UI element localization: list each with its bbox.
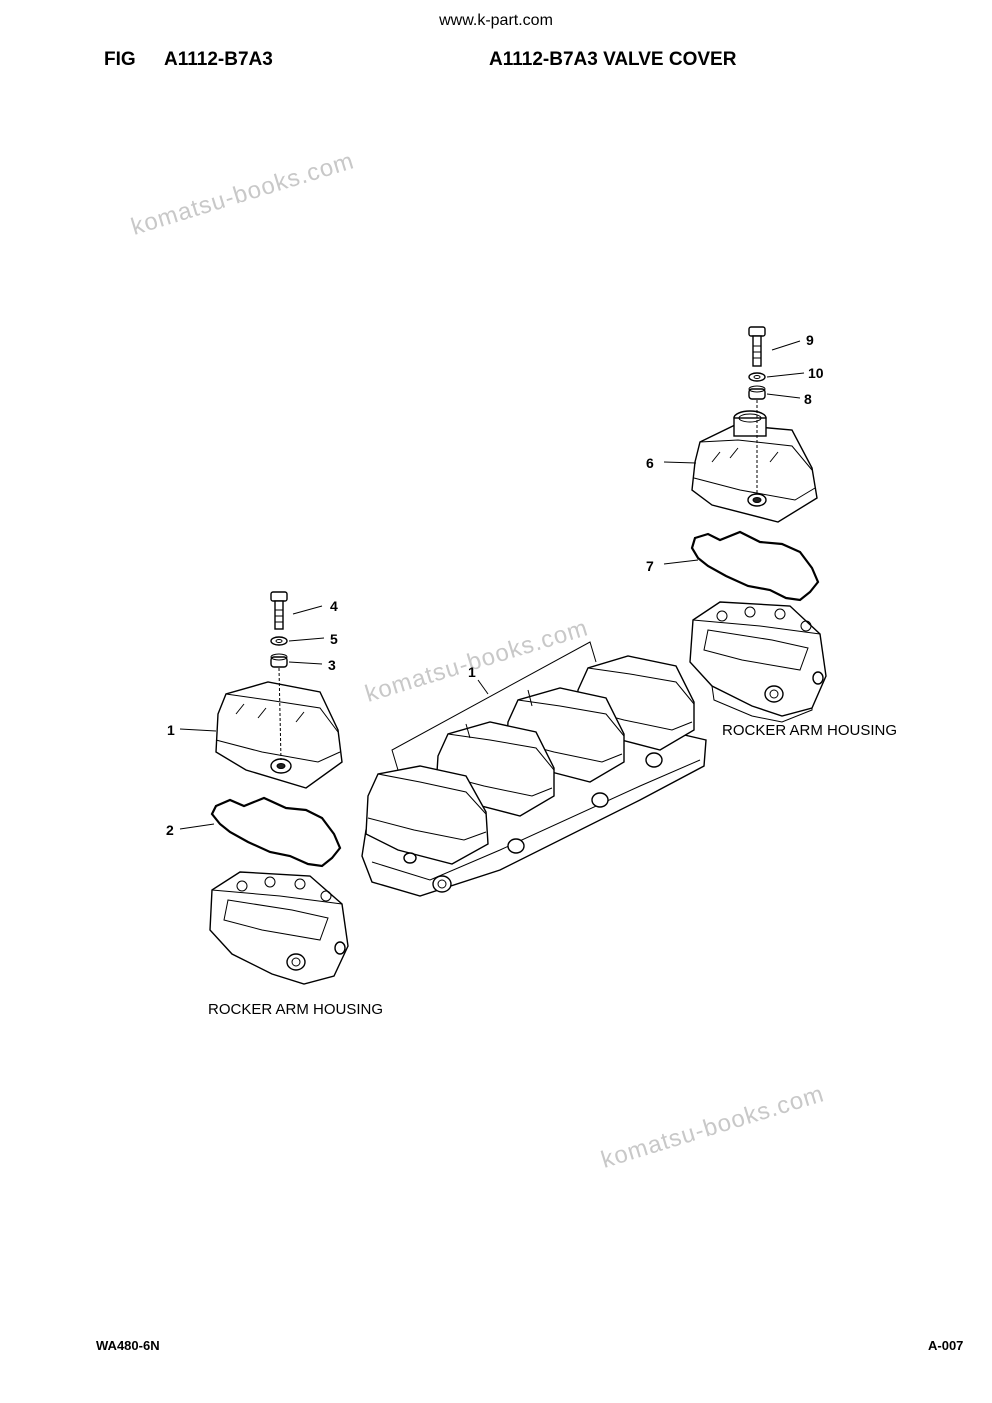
footer-page-number: A-007 [928, 1338, 964, 1353]
fig-title: A1112-B7A3 VALVE COVER [489, 49, 737, 70]
callout-10: 10 [808, 365, 824, 381]
callout-1-left: 1 [167, 722, 175, 738]
bolt-9 [748, 326, 766, 367]
callout-7: 7 [646, 558, 654, 574]
callout-6: 6 [646, 455, 654, 471]
valve-cover-6 [691, 400, 818, 523]
callout-1-center: 1 [468, 664, 476, 680]
fig-code: A1112-B7A3 [164, 49, 273, 70]
callout-8: 8 [804, 391, 812, 407]
grommet-8 [748, 385, 766, 400]
rocker-arm-housing-right [689, 601, 827, 723]
caption-rocker-arm-housing-right: ROCKER ARM HOUSING [722, 722, 897, 739]
gasket-2 [210, 796, 342, 868]
callout-2: 2 [166, 822, 174, 838]
washer-10 [748, 372, 766, 382]
bolt-4 [270, 591, 288, 630]
fig-label: FIG [104, 49, 136, 70]
callout-4: 4 [330, 598, 338, 614]
washer-5 [270, 636, 288, 646]
leader-lines [179, 340, 805, 830]
gasket-7 [690, 530, 820, 602]
footer-model: WA480-6N [96, 1338, 160, 1353]
callout-9: 9 [806, 332, 814, 348]
rocker-arm-housing-left [209, 871, 349, 985]
center-valve-cover-assembly [361, 641, 707, 897]
caption-rocker-arm-housing-left: ROCKER ARM HOUSING [208, 1001, 383, 1018]
grommet-3 [270, 653, 288, 668]
callout-3: 3 [328, 657, 336, 673]
callout-5: 5 [330, 631, 338, 647]
valve-cover-1-left [215, 667, 343, 789]
center-cover-1 [365, 765, 489, 893]
site-url: www.k-part.com [439, 12, 553, 29]
